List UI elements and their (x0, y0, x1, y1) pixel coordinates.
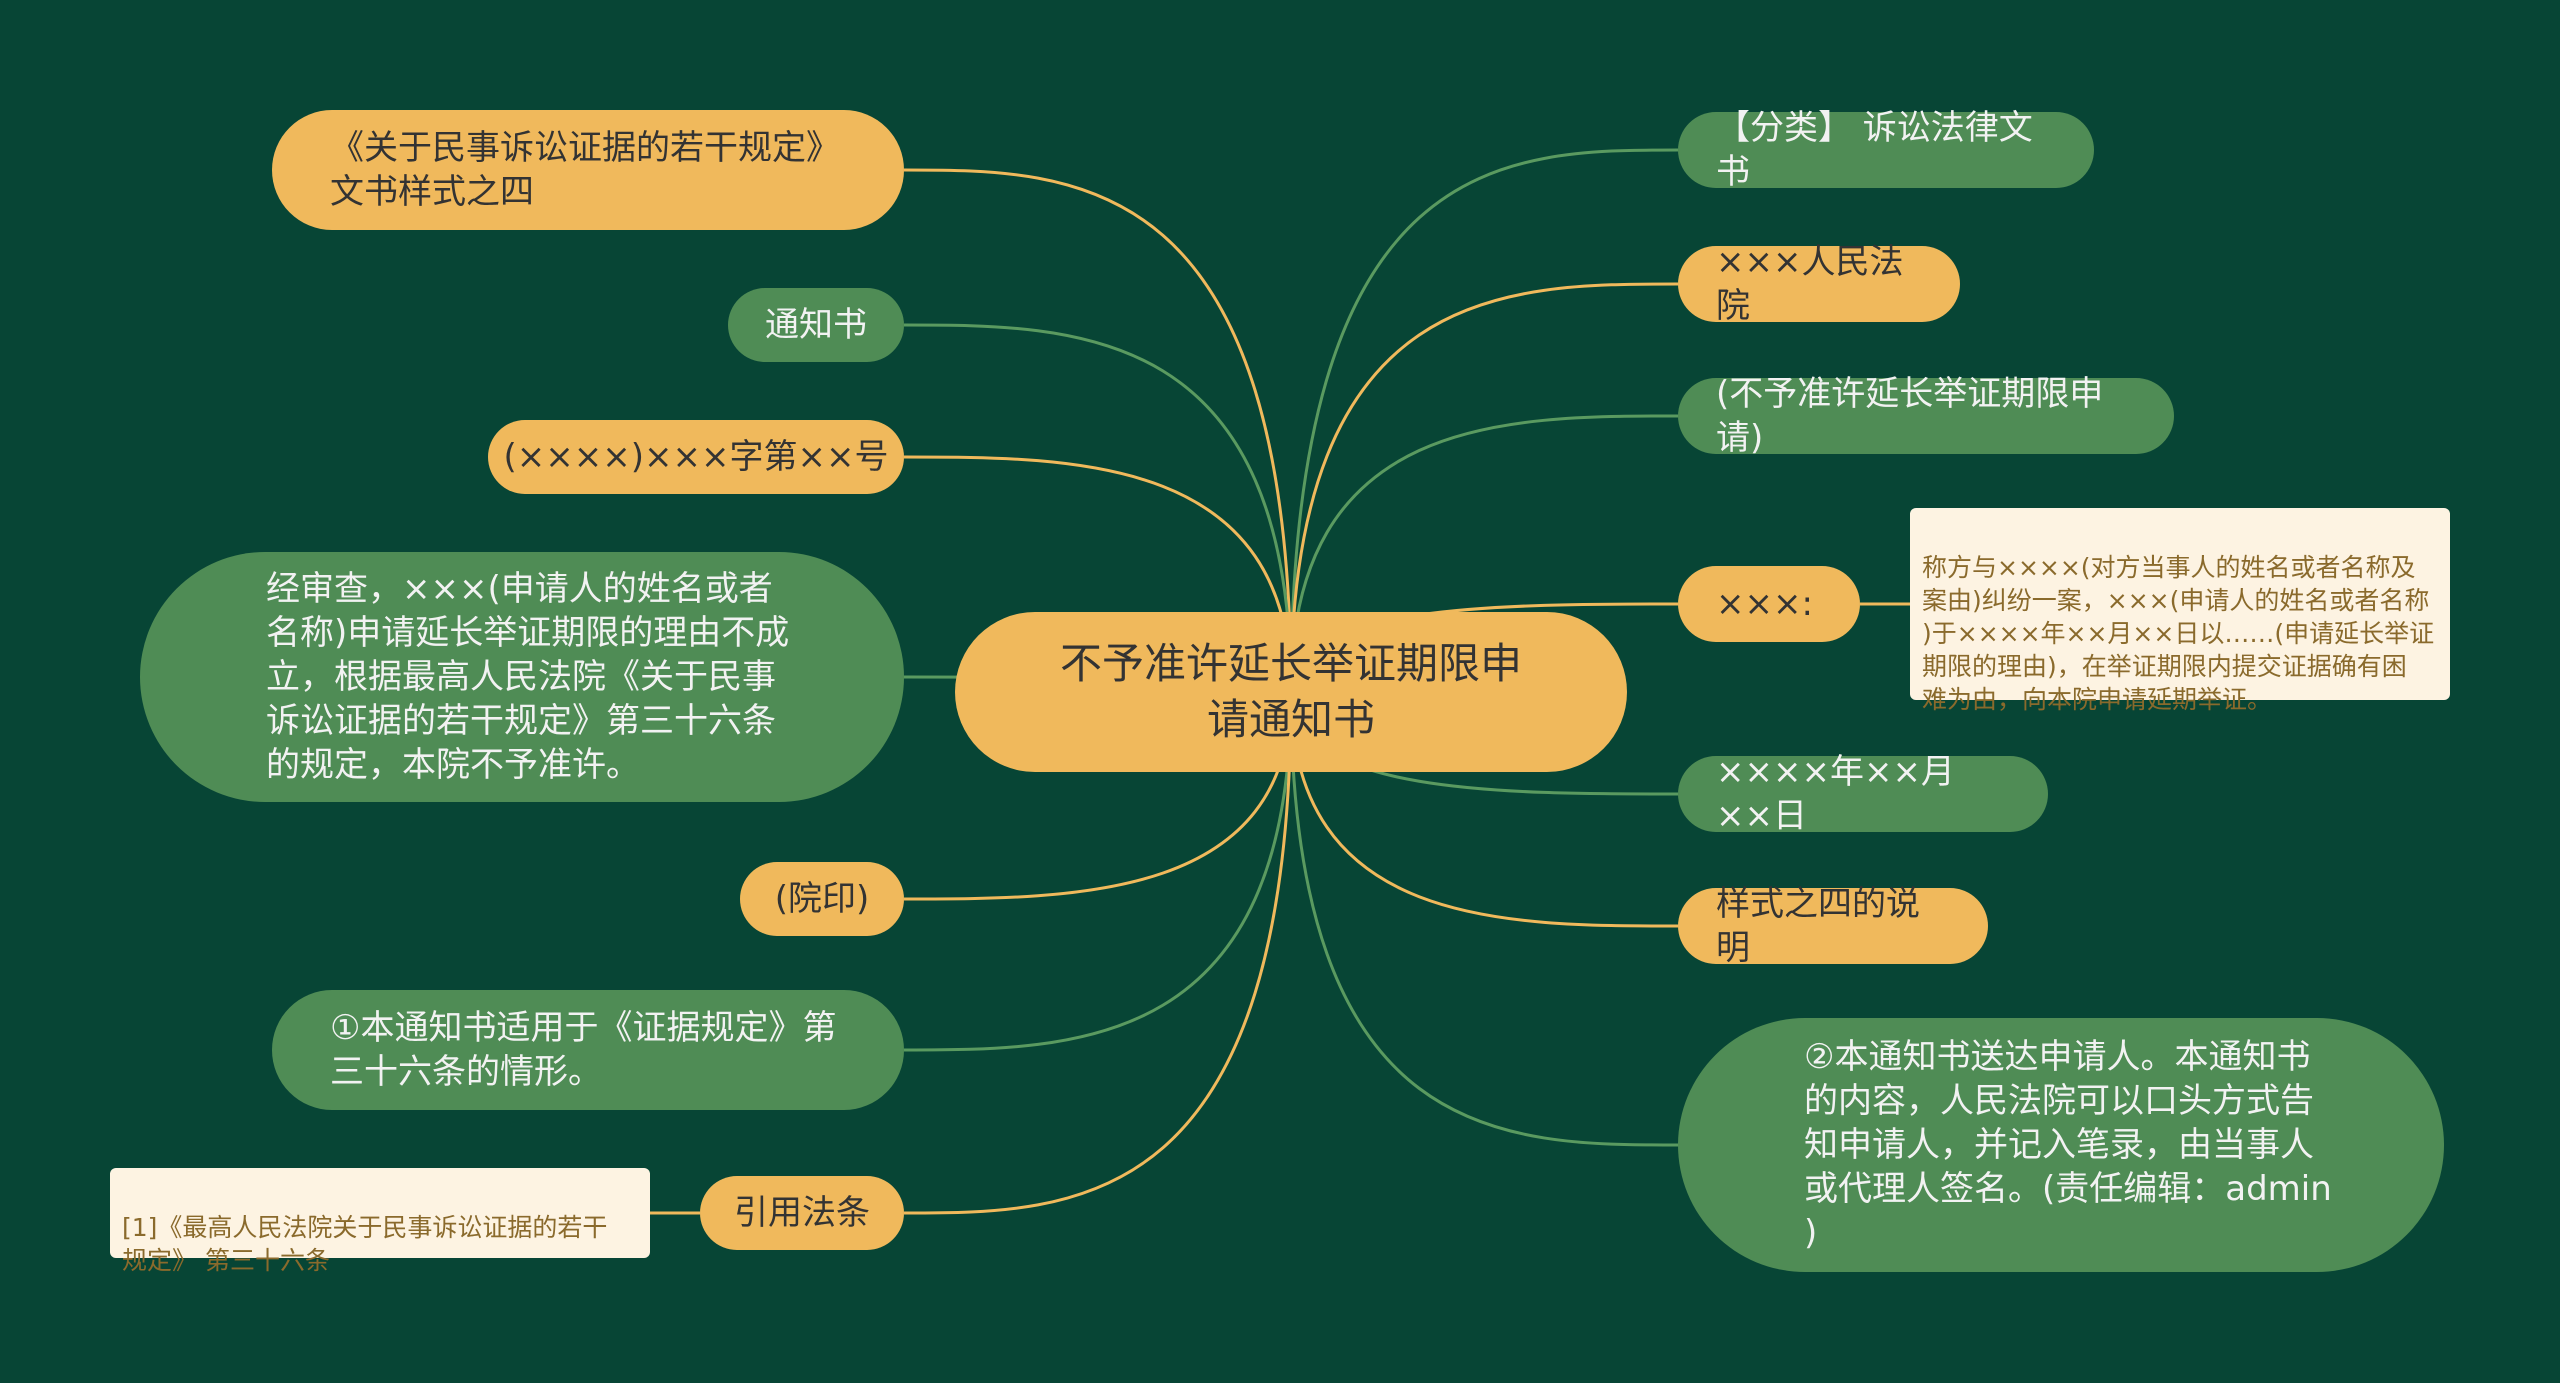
node-label: 【分类】 诉讼法律文书 (1716, 108, 2033, 192)
branch-node-court-name[interactable]: ×××人民法院 (1678, 242, 1960, 326)
node-label: 引用法条 (734, 1193, 870, 1233)
node-label: 经审查，×××(申请人的姓名或者 名称)申请延长举证期限的理由不成 立，根据最高… (266, 569, 790, 785)
connector-r2 (1289, 282, 1679, 693)
connector-r3 (1289, 414, 1679, 693)
connector-l7 (903, 691, 1293, 1215)
note-text: [1]《最高人民法院关于民事诉讼证据的若干 规定》 第三十六条 (122, 1213, 608, 1275)
node-label: ×××人民法院 (1716, 242, 1904, 326)
connector-r7 (1289, 691, 1679, 1147)
node-label: 样式之四的说明 (1716, 884, 1920, 968)
branch-node-date[interactable]: ××××年××月××日 (1678, 752, 2048, 836)
node-label: (院印) (774, 879, 870, 919)
node-label: ①本通知书适用于《证据规定》第 三十六条的情形。 (330, 1008, 837, 1092)
central-topic-label: 不予准许延长举证期限申 请通知书 (1059, 639, 1522, 744)
branch-node-delivery-note[interactable]: ②本通知书送达申请人。本通知书 的内容，人民法院可以口头方式告 知申请人，并记入… (1678, 1018, 2444, 1272)
branch-node-category[interactable]: 【分类】 诉讼法律文书 (1678, 108, 2094, 192)
note-text: 称方与××××(对方当事人的姓名或者名称及 案由)纠纷一案，×××(申请人的姓名… (1922, 553, 2435, 714)
connector-l3 (903, 455, 1293, 693)
note-addressee-detail[interactable]: 称方与××××(对方当事人的姓名或者名称及 案由)纠纷一案，×××(申请人的姓名… (1910, 508, 2450, 714)
branch-node-document-number[interactable]: (××××)×××字第××号 (488, 420, 904, 494)
branch-node-addressee[interactable]: ×××: (1678, 566, 1860, 642)
branch-node-review-body[interactable]: 经审查，×××(申请人的姓名或者 名称)申请延长举证期限的理由不成 立，根据最高… (140, 552, 904, 802)
branch-node-style-explanation[interactable]: 样式之四的说明 (1678, 884, 1988, 968)
node-label: (不予准许延长举证期限申请) (1716, 374, 2104, 458)
note-cited-law[interactable]: [1]《最高人民法院关于民事诉讼证据的若干 规定》 第三十六条 (110, 1168, 650, 1275)
branch-node-court-seal[interactable]: (院印) (740, 862, 904, 936)
branch-node-subtitle[interactable]: (不予准许延长举证期限申请) (1678, 374, 2174, 458)
branch-node-regulation-title[interactable]: 《关于民事诉讼证据的若干规定》 文书样式之四 (272, 110, 904, 230)
node-label: ×××: (1716, 584, 1813, 624)
node-label: (××××)×××字第××号 (503, 437, 889, 477)
central-topic[interactable]: 不予准许延长举证期限申 请通知书 (955, 612, 1627, 772)
connector-l6 (903, 691, 1293, 1052)
connector-r6 (1289, 691, 1679, 928)
branch-node-notice[interactable]: 通知书 (728, 288, 904, 362)
node-label: ××××年××月××日 (1716, 752, 1955, 836)
connector-l2 (903, 323, 1293, 693)
connector-l1 (903, 168, 1293, 693)
connector-r1 (1289, 148, 1679, 693)
node-label: 通知书 (765, 305, 867, 345)
branch-node-applicability-note[interactable]: ①本通知书适用于《证据规定》第 三十六条的情形。 (272, 990, 904, 1110)
node-label: 《关于民事诉讼证据的若干规定》 文书样式之四 (330, 128, 840, 212)
node-label: ②本通知书送达申请人。本通知书 的内容，人民法院可以口头方式告 知申请人，并记入… (1804, 1037, 2332, 1253)
branch-node-cited-law[interactable]: 引用法条 (700, 1176, 904, 1250)
